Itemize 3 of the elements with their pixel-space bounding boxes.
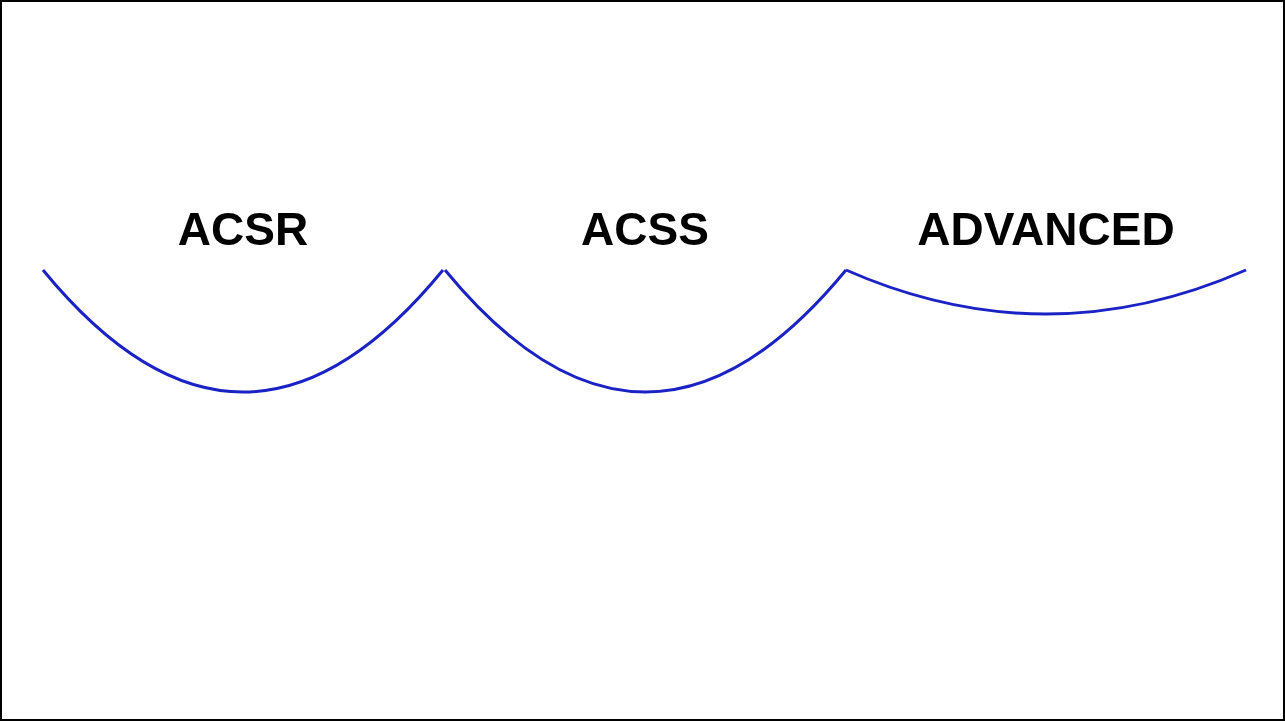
conductor-label: ACSR (177, 206, 309, 252)
conductor-label: ADVANCED (917, 206, 1175, 252)
conductor-label: ACSS (581, 206, 709, 252)
